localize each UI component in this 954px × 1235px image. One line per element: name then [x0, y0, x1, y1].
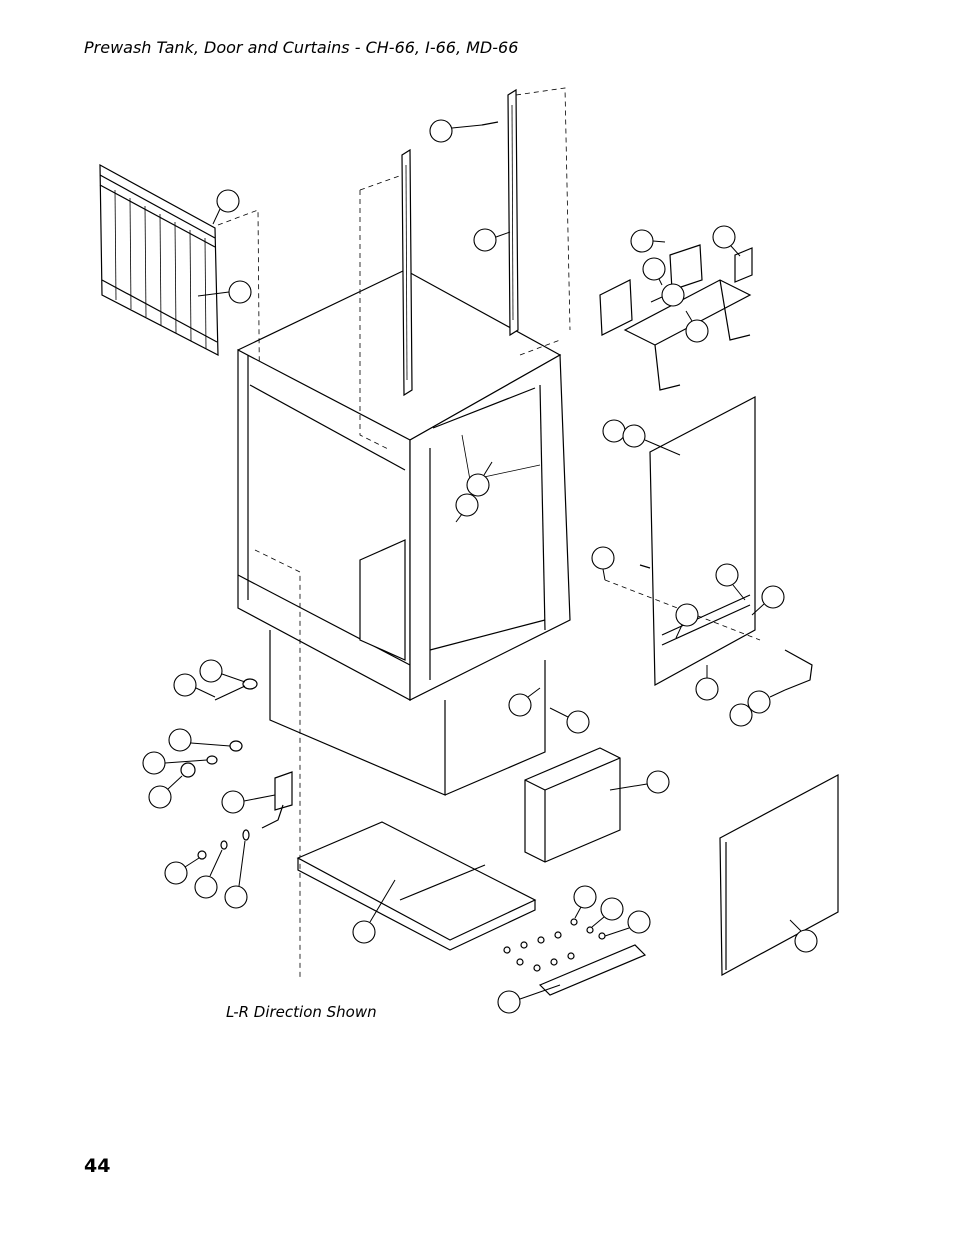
side-panel — [719, 773, 839, 977]
door-channels — [359, 87, 571, 397]
prewash-tank-body — [237, 190, 571, 980]
hardware-fasteners — [503, 918, 606, 972]
page-title: Prewash Tank, Door and Curtains - CH-66,… — [84, 38, 519, 57]
direction-caption: L-R Direction Shown — [226, 1003, 377, 1021]
drain-tray — [296, 821, 537, 951]
callout-bubbles — [142, 119, 818, 1014]
drain-fittings — [180, 678, 293, 860]
door-hanger-brackets — [599, 244, 753, 391]
strainer-basket — [524, 747, 621, 863]
mounting-strip — [538, 944, 647, 996]
curtain-part — [99, 163, 261, 453]
page-number: 44 — [84, 1155, 111, 1177]
